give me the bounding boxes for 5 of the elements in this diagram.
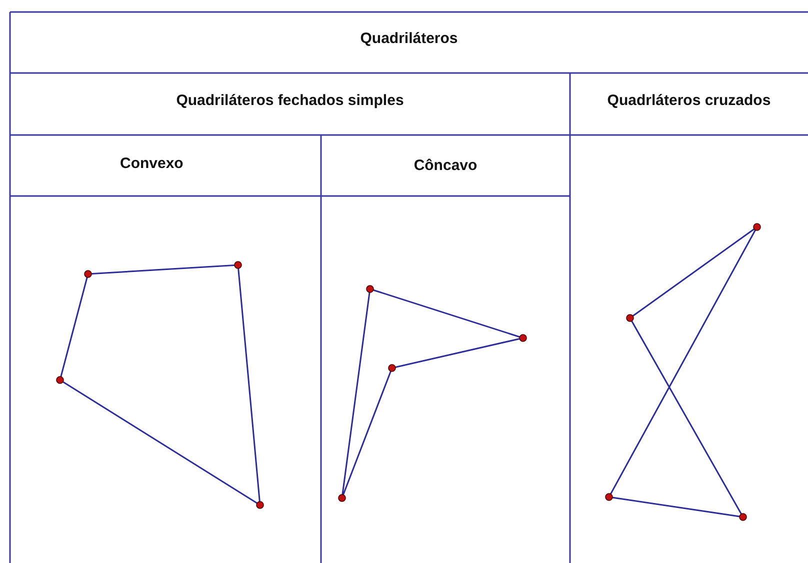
table-title: Quadriláteros [360,30,458,47]
column-header: Convexo [120,155,184,172]
column-header: Côncavo [414,157,478,174]
column-header: Quadriláteros fechados simples [176,92,404,109]
column-header: Quadrláteros cruzados [607,92,771,109]
